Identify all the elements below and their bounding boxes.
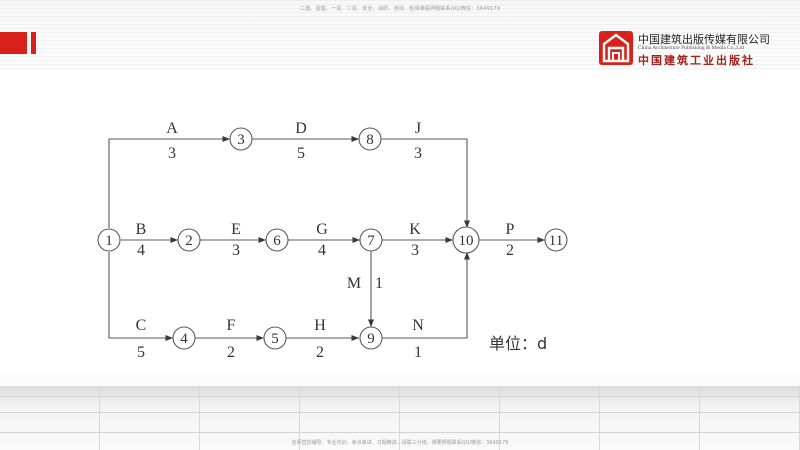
activity-duration-A: 3 xyxy=(168,145,176,162)
activity-duration-K: 3 xyxy=(411,242,419,259)
activity-duration-M: 1 xyxy=(375,275,383,292)
activity-name-H: H xyxy=(314,317,326,334)
node-label-3: 3 xyxy=(237,132,245,148)
activity-name-K: K xyxy=(409,221,421,238)
node-5 xyxy=(263,326,287,350)
node-1 xyxy=(97,228,121,252)
activity-duration-B: 4 xyxy=(137,242,145,259)
node-label-11: 11 xyxy=(549,233,563,249)
background-stripes xyxy=(0,0,800,70)
activity-duration-G: 4 xyxy=(318,242,326,259)
activity-duration-N: 1 xyxy=(414,344,422,361)
node-label-7: 7 xyxy=(367,233,375,249)
activity-duration-D: 5 xyxy=(297,145,305,162)
node-label-10: 10 xyxy=(459,233,474,249)
publisher-logo: 中国建筑出版传媒有限公司 China Architecture Publishi… xyxy=(598,30,770,68)
activity-name-C: C xyxy=(136,317,147,334)
red-accent-bar xyxy=(0,32,27,54)
node-label-9: 9 xyxy=(367,331,375,347)
node-label-8: 8 xyxy=(366,132,374,148)
arrow-A xyxy=(108,135,230,228)
activity-name-M: M xyxy=(347,275,361,292)
red-accent-bar-thin xyxy=(31,32,36,54)
node-label-1: 1 xyxy=(105,233,113,249)
network-diagram: 1 2 3 4 5 6 7 8 9 10 11 A 3 D 5 J 3 B 4 xyxy=(97,120,568,361)
node-7 xyxy=(359,228,383,252)
activity-name-F: F xyxy=(227,317,236,334)
logo-name-cn: 中国建筑出版传媒有限公司 xyxy=(638,33,770,46)
node-label-5: 5 xyxy=(271,331,279,347)
logo-icon xyxy=(599,31,633,65)
arrow-J xyxy=(381,138,471,228)
node-10 xyxy=(452,226,480,254)
floor-line xyxy=(0,412,800,413)
arrow-C xyxy=(108,252,173,342)
activity-name-E: E xyxy=(231,221,241,238)
node-6 xyxy=(265,228,289,252)
node-4 xyxy=(172,326,196,350)
activity-name-J: J xyxy=(415,120,421,137)
node-label-6: 6 xyxy=(273,233,281,249)
footer-note: 名师直授辅导、专业内训、考点串讲、习题精讲，请联三分线，谁要押题联系QQ/微信：… xyxy=(291,440,509,446)
node-3 xyxy=(229,127,253,151)
activity-duration-C: 5 xyxy=(137,344,145,361)
activity-name-D: D xyxy=(295,120,307,137)
activity-duration-H: 2 xyxy=(316,344,324,361)
node-9 xyxy=(359,326,383,350)
node-11 xyxy=(544,228,568,252)
activity-duration-E: 3 xyxy=(232,242,240,259)
floor-line xyxy=(0,432,800,433)
node-8 xyxy=(358,127,382,151)
activity-name-A: A xyxy=(166,120,178,137)
activity-name-G: G xyxy=(316,221,328,238)
logo-name-en: China Architecture Publishing & Media Co… xyxy=(638,45,744,51)
floor-line xyxy=(0,396,800,397)
node-label-2: 2 xyxy=(185,233,193,249)
arrow-N xyxy=(382,252,471,339)
activity-duration-J: 3 xyxy=(414,145,422,162)
unit-label: 单位：d xyxy=(489,334,547,353)
activity-name-B: B xyxy=(136,221,147,238)
activity-name-P: P xyxy=(506,221,515,238)
diagram-panel: 1 2 3 4 5 6 7 8 9 10 11 A 3 D 5 J 3 B 4 xyxy=(91,104,584,370)
activity-duration-F: 2 xyxy=(227,344,235,361)
logo-name-cn2: 中国建筑工业出版社 xyxy=(638,54,755,67)
node-2 xyxy=(177,228,201,252)
activity-duration-P: 2 xyxy=(506,242,514,259)
floor-background xyxy=(0,386,800,450)
header-note: 二建、监理、一造、二造、安全、消防、咨询、检测课程押题联系QQ/微信：36491… xyxy=(299,6,501,12)
node-label-4: 4 xyxy=(180,331,188,347)
activity-name-N: N xyxy=(412,317,424,334)
